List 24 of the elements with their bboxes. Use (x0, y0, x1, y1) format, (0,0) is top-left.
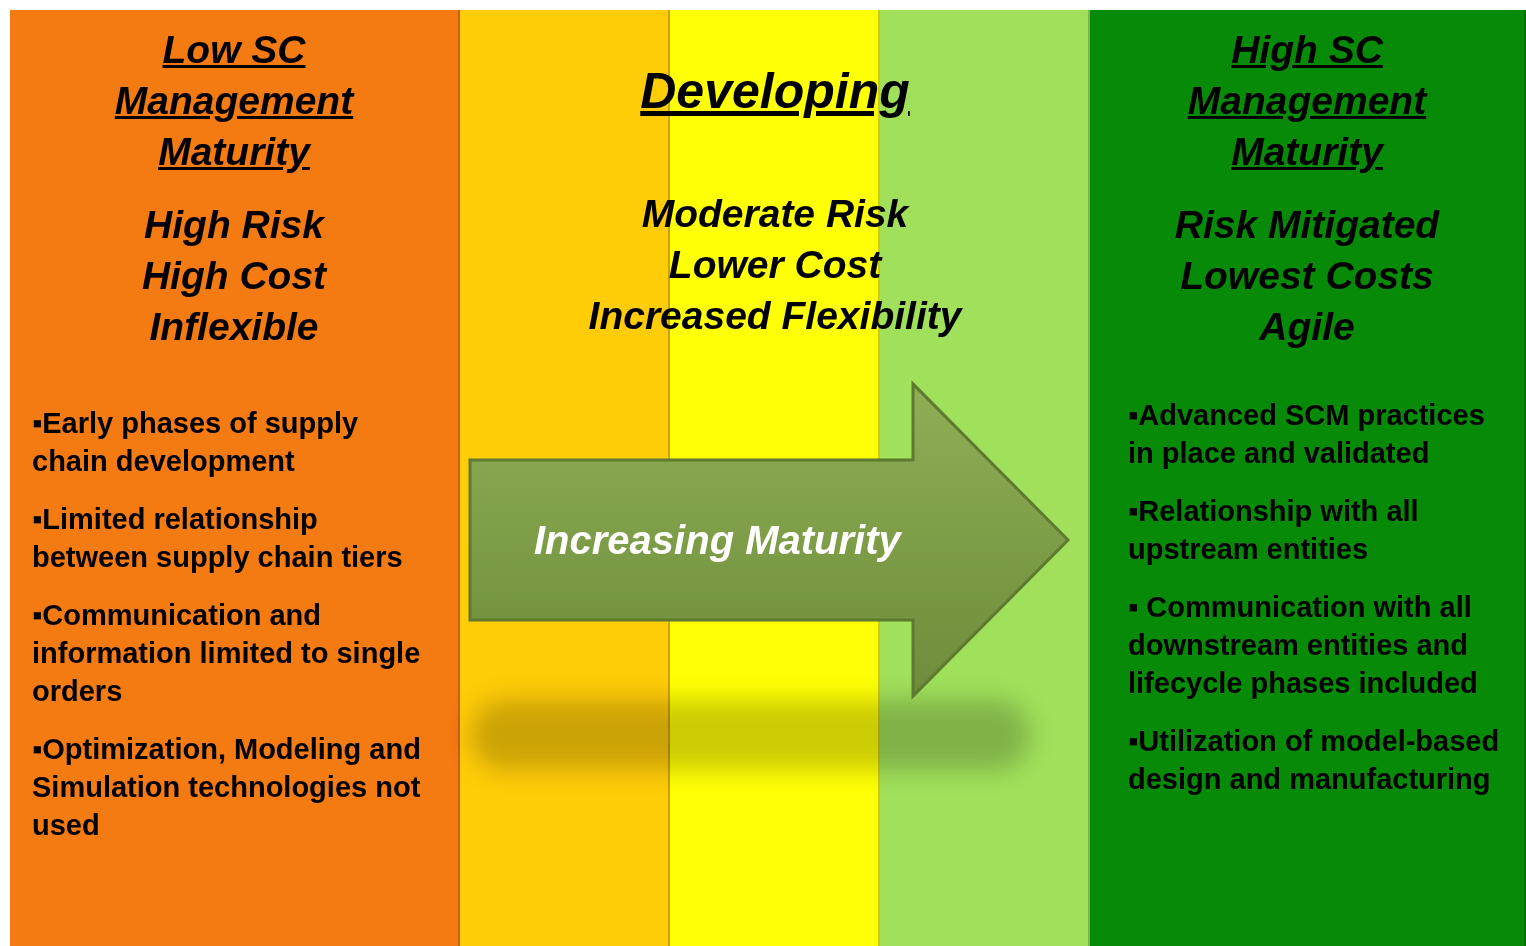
edge-label: Increasing Maturity (534, 517, 901, 564)
bullet-text: ▪ Communication with all downstream entities and lifecycle phases included (1128, 590, 1479, 701)
column-subheading: High Cost (141, 253, 327, 299)
bullet-text: ▪Communication and information limited to single orders (32, 598, 422, 709)
color-band (10, 10, 460, 946)
column-subheading: Increased Flexibility (588, 293, 962, 339)
bullet-text: ▪Relationship with all upstream entities (1128, 494, 1420, 567)
bullet-text: ▪Advanced SCM practices in place and validated (1128, 398, 1486, 471)
bullet-text: ▪Optimization, Modeling and Simulation technologies not used (32, 732, 422, 843)
column-subheading: Lowest Costs (1180, 253, 1434, 299)
column-subheading: High Risk (144, 202, 324, 248)
bullet-text: ▪Utilization of model-based design and manufacturing (1128, 724, 1501, 797)
column-heading: Developing (640, 62, 910, 121)
color-band (1090, 10, 1526, 946)
column-heading: Low SC Management Maturity (113, 27, 356, 175)
column-subheading: Risk Mitigated (1174, 202, 1440, 248)
column-subheading: Inflexible (149, 304, 319, 350)
block-arrow (468, 380, 1071, 700)
bullet-text: ▪Early phases of supply chain development (32, 406, 360, 479)
column-subheading: Moderate Risk (641, 191, 909, 237)
column-subheading: Lower Cost (668, 242, 882, 288)
column-subheading: Agile (1259, 304, 1355, 350)
column-heading: High SC Management Maturity (1186, 27, 1429, 175)
bullet-text: ▪Limited relationship between supply chain tiers (32, 502, 404, 575)
